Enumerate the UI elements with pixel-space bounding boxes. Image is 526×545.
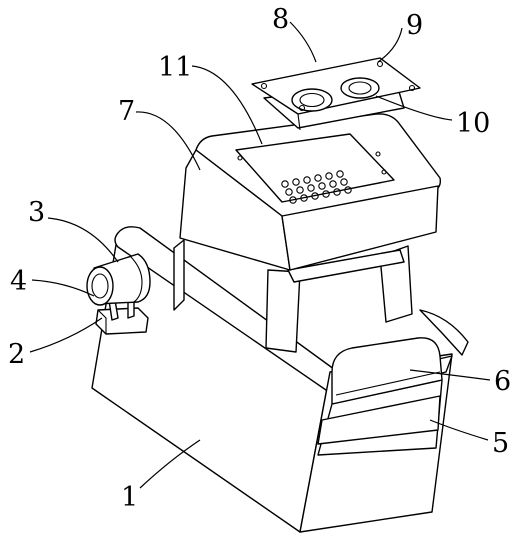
callout-3: 3	[28, 197, 45, 228]
callout-5: 5	[492, 428, 509, 459]
callout-labels: 1 2 3 4 5 6 7 8 9 10 11	[8, 4, 511, 513]
upper-box	[179, 113, 442, 271]
bridge-frame	[173, 239, 413, 353]
cover-plate	[251, 57, 421, 131]
callout-4: 4	[10, 266, 27, 297]
callout-7: 7	[118, 96, 135, 127]
callout-11: 11	[158, 52, 192, 83]
callout-6: 6	[494, 366, 511, 397]
base-housing	[91, 226, 469, 533]
callout-8: 8	[272, 4, 289, 35]
callout-2: 2	[8, 339, 25, 370]
callout-1: 1	[121, 482, 138, 513]
callout-10: 10	[456, 108, 490, 139]
leader-lines	[29, 21, 491, 489]
side-camera	[86, 253, 151, 335]
callout-9: 9	[406, 10, 423, 41]
